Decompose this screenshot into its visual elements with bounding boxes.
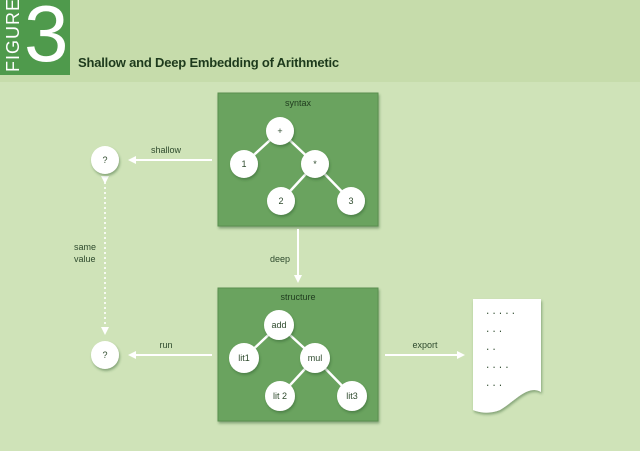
document-line: ..... <box>485 307 517 317</box>
export-arrow: export <box>385 340 465 359</box>
shallow-arrow: shallow <box>128 145 212 164</box>
syntax-node-one-text: 1 <box>241 159 246 169</box>
document-line: ... <box>485 379 504 389</box>
structure-node-add-text: add <box>271 320 286 330</box>
structure-node-lit3-text: lit3 <box>346 391 358 401</box>
syntax-node-plus-text: + <box>277 126 282 136</box>
same-value-label-line2: value <box>74 254 96 264</box>
syntax-node-times-text: * <box>313 159 317 169</box>
structure-node-mul: mul <box>300 343 330 373</box>
run-result-node: ? <box>91 341 119 369</box>
deep-label: deep <box>270 254 290 264</box>
structure-node-lit3: lit3 <box>337 381 367 411</box>
figure-title: Shallow and Deep Embedding of Arithmetic <box>78 55 339 70</box>
syntax-node-plus: + <box>266 117 294 145</box>
run-arrow: run <box>128 340 212 359</box>
export-label: export <box>412 340 438 350</box>
structure-node-mul-text: mul <box>308 353 323 363</box>
document-line: ... <box>485 325 504 335</box>
figure-number: 3 <box>24 0 69 78</box>
structure-node-lit2-text: lit 2 <box>273 391 287 401</box>
document-line: .... <box>485 361 511 371</box>
figure-badge: FIGURE 3 <box>0 0 70 75</box>
structure-node-lit1-text: lit1 <box>238 353 250 363</box>
shallow-result-node: ? <box>91 146 119 174</box>
structure-node-lit2: lit 2 <box>265 381 295 411</box>
structure-node-lit1: lit1 <box>229 343 259 373</box>
shallow-label: shallow <box>151 145 182 155</box>
run-label: run <box>159 340 172 350</box>
run-result-text: ? <box>102 350 107 360</box>
shallow-result-text: ? <box>102 155 107 165</box>
deep-arrow: deep <box>270 229 302 283</box>
document-line: .. <box>485 343 498 353</box>
structure-label: structure <box>280 292 315 302</box>
syntax-node-three: 3 <box>337 187 365 215</box>
syntax-node-one: 1 <box>230 150 258 178</box>
same-value-label-line1: same <box>74 242 96 252</box>
syntax-node-times: * <box>301 150 329 178</box>
header-band <box>0 0 640 82</box>
syntax-node-two-text: 2 <box>278 196 283 206</box>
syntax-node-two: 2 <box>267 187 295 215</box>
syntax-node-three-text: 3 <box>348 196 353 206</box>
syntax-label: syntax <box>285 98 312 108</box>
structure-node-add: add <box>264 310 294 340</box>
structure-panel: structure add lit1 mul lit 2 lit3 <box>217 287 379 422</box>
same-value-connector: same value <box>74 176 109 335</box>
syntax-panel: syntax + 1 * 2 3 <box>217 92 379 227</box>
exported-document-icon: ..... ... .. .... ... <box>473 299 541 413</box>
